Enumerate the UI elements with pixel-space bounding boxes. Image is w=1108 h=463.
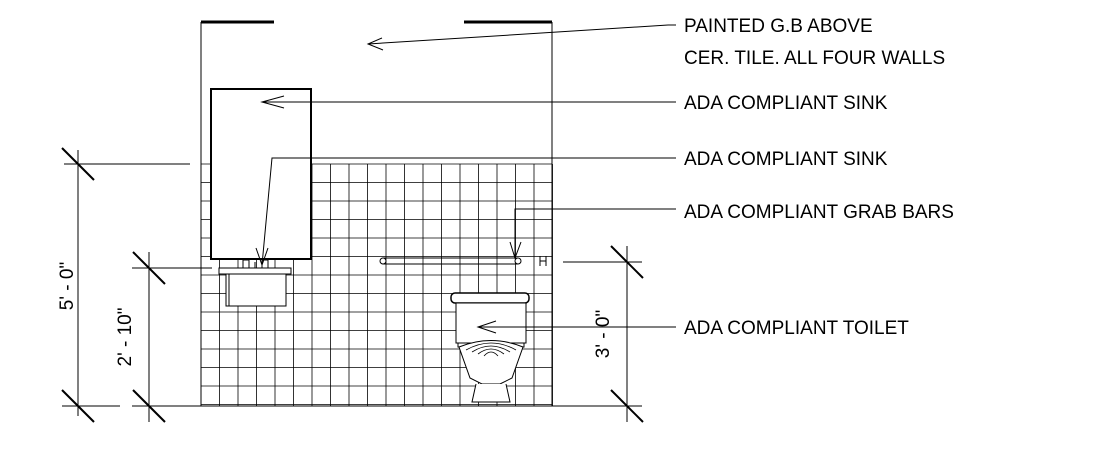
sink [218,259,292,307]
mirror [210,88,312,260]
annotations: PAINTED G.B ABOVE CER. TILE. ALL FOUR WA… [684,16,954,339]
note-painted-gb-line1: PAINTED G.B ABOVE [684,16,873,37]
dimension-tile-height: 5' - 0" [57,147,190,423]
dim-label-tile-height: 5' - 0" [57,262,78,310]
grab-bar [379,256,547,266]
dim-label-sink-height: 2' - 10" [115,308,136,367]
note-sink-1: ADA COMPLIANT SINK [684,93,888,114]
dimension-grab-bar-height: 3' - 0" [563,245,644,423]
note-painted-gb-line2: CER. TILE. ALL FOUR WALLS [684,48,945,69]
note-sink-2: ADA COMPLIANT SINK [684,149,888,170]
note-grab-bars: ADA COMPLIANT GRAB BARS [684,202,954,223]
dim-label-grab-bar-height: 3' - 0" [593,310,614,358]
note-toilet: ADA COMPLIANT TOILET [684,318,909,339]
dimension-sink-height: 2' - 10" [115,251,212,423]
leader-lines [255,24,676,334]
